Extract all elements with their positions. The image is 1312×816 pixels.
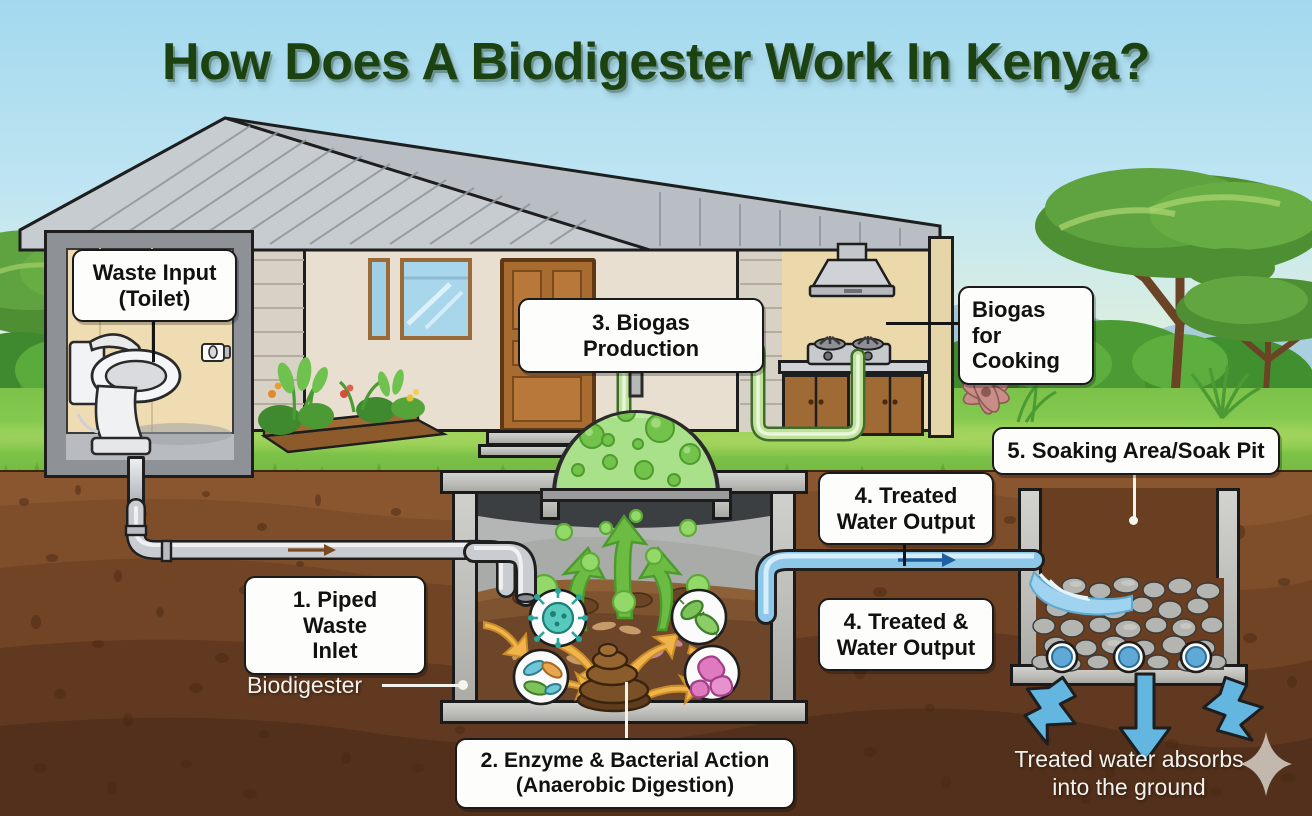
- waste-inlet-elbow: [463, 541, 537, 607]
- waste-input-leader: [152, 300, 155, 362]
- biodigester-leader-dot: [458, 680, 468, 690]
- house-roof: [18, 116, 942, 252]
- garden-bed: [258, 357, 448, 454]
- digester-dome: [551, 370, 721, 496]
- biodigester-note: Biodigester: [247, 672, 363, 698]
- house-siding-lines-left: [246, 259, 304, 405]
- biogas-cooking-label: Biogas for Cooking: [958, 286, 1094, 386]
- acacia-tree-small: [1176, 276, 1312, 411]
- virus-icon: [528, 588, 588, 648]
- soakpit-label: 5. Soaking Area/Soak Pit: [992, 427, 1280, 475]
- treated-water-output-bottom-label: 4. Treated & Water Output: [818, 598, 994, 672]
- treated-water-outlet-pipe: [755, 549, 1045, 625]
- bacteria-rod-icon: [512, 648, 570, 706]
- enzyme-leader: [625, 682, 628, 738]
- treated-water-top-leader: [903, 544, 906, 566]
- kitchen-cabinet-handles: [808, 376, 898, 434]
- sparkle-icon: [1240, 732, 1292, 796]
- microbe-pink-icon: [683, 644, 741, 702]
- absorbs-line-2: into the ground: [1052, 774, 1206, 801]
- biodigester-leader: [382, 684, 464, 687]
- bacteria-green-icon: [670, 588, 728, 646]
- piped-waste-line-2: Inlet: [312, 638, 358, 664]
- treated-water-bottom-line-1: 4. Treated &: [843, 609, 969, 634]
- biogas-production-label: 3. Biogas Production: [518, 298, 764, 374]
- waste-input-label: Waste Input (Toilet): [72, 249, 237, 323]
- waste-pile-icon: [576, 642, 652, 713]
- toilet-paper-icon: [201, 343, 231, 362]
- soakpit-water-stream: [1028, 569, 1133, 616]
- house-window-narrow: [368, 258, 390, 340]
- treated-water-top-line-2: Water Output: [836, 508, 976, 534]
- enzyme-line-1: 2. Enzyme & Bacterial Action: [480, 749, 770, 772]
- water-seep-arrow-icon: [1023, 672, 1264, 764]
- soakpit-leader: [1133, 458, 1136, 520]
- toilet-icon: [68, 333, 182, 456]
- biogas-cooking-leader: [886, 322, 964, 325]
- soakpit-outlet-ports: [1045, 640, 1213, 674]
- waste-input-line-2: (Toilet): [118, 285, 191, 311]
- kitchen-pillar: [928, 236, 954, 438]
- biogas-cooking-line-2: Cooking: [972, 348, 1060, 374]
- soakpit-text: 5. Soaking Area/Soak Pit: [1007, 438, 1265, 463]
- digester-collar: [540, 488, 732, 502]
- grass-clump-right: [1190, 365, 1261, 420]
- waste-input-line-1: Waste Input: [92, 260, 217, 285]
- enzyme-bacterial-label: 2. Enzyme & Bacterial Action (Anaerobic …: [455, 738, 795, 810]
- treated-water-output-top-label: 4. Treated Water Output: [818, 472, 994, 546]
- treated-water-top-line-1: 4. Treated: [854, 483, 958, 508]
- soakpit-leader-dot: [1129, 516, 1138, 525]
- treated-water-bottom-line-2: Water Output: [836, 634, 976, 660]
- gas-stove-icon[interactable]: [806, 332, 892, 366]
- piped-waste-line-1: 1. Piped Waste: [292, 587, 378, 638]
- piped-waste-inlet-label: 1. Piped Waste Inlet: [244, 576, 426, 676]
- house-window-glint: [404, 276, 468, 330]
- acacia-tree-main: [1035, 168, 1312, 401]
- absorbs-note: Treated water absorbs into the ground: [1006, 745, 1252, 801]
- biogas-cooking-line-1: Biogas for: [972, 297, 1046, 348]
- absorbs-line-1: Treated water absorbs: [1014, 746, 1244, 772]
- page-title: How Does A Biodigester Work In Kenya?: [162, 33, 1150, 91]
- enzyme-line-2: (Anaerobic Digestion): [515, 773, 735, 797]
- biogas-production-text: 3. Biogas Production: [582, 310, 700, 361]
- door-panel-bottom: [512, 376, 582, 422]
- range-hood-icon: [808, 242, 896, 298]
